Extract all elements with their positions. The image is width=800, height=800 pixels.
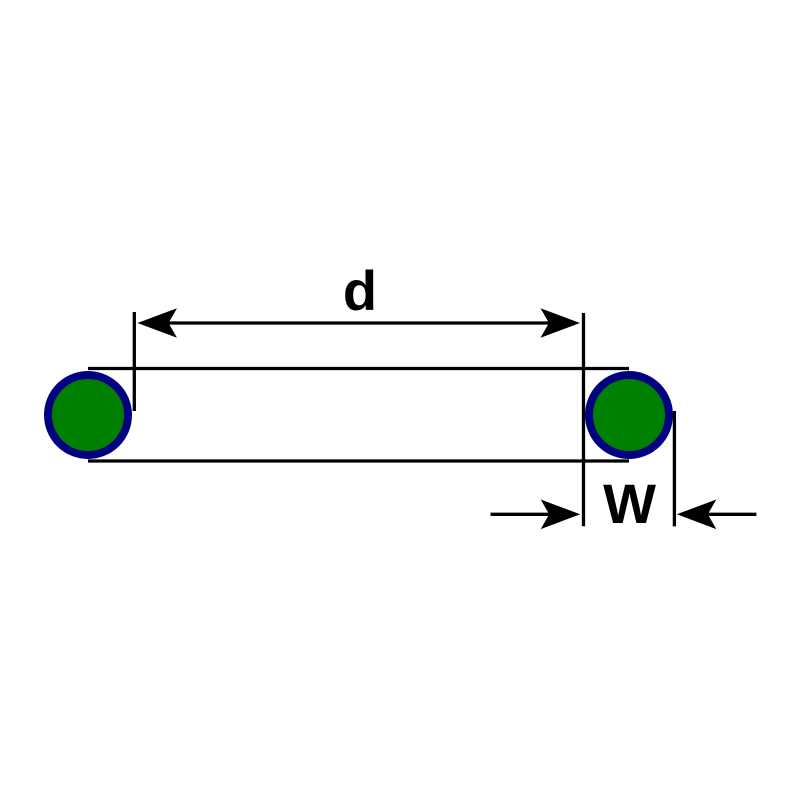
svg-text:d: d [343, 259, 377, 322]
svg-text:W: W [603, 472, 656, 535]
